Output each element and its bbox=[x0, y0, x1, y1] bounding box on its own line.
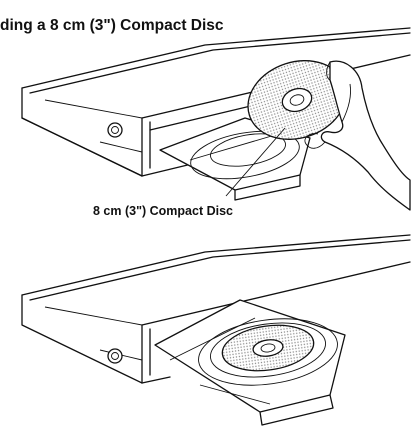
diagram-heading: ding a 8 cm (3") Compact Disc bbox=[0, 17, 224, 34]
callout-leader-line bbox=[225, 127, 286, 197]
player-bottom-illustration bbox=[21, 234, 411, 426]
hand-illustration bbox=[304, 60, 411, 211]
compact-disc-8cm-seated bbox=[221, 324, 315, 372]
knob-icon bbox=[107, 348, 123, 364]
knob-icon bbox=[107, 122, 123, 138]
callout-label: 8 cm (3") Compact Disc bbox=[93, 204, 233, 218]
